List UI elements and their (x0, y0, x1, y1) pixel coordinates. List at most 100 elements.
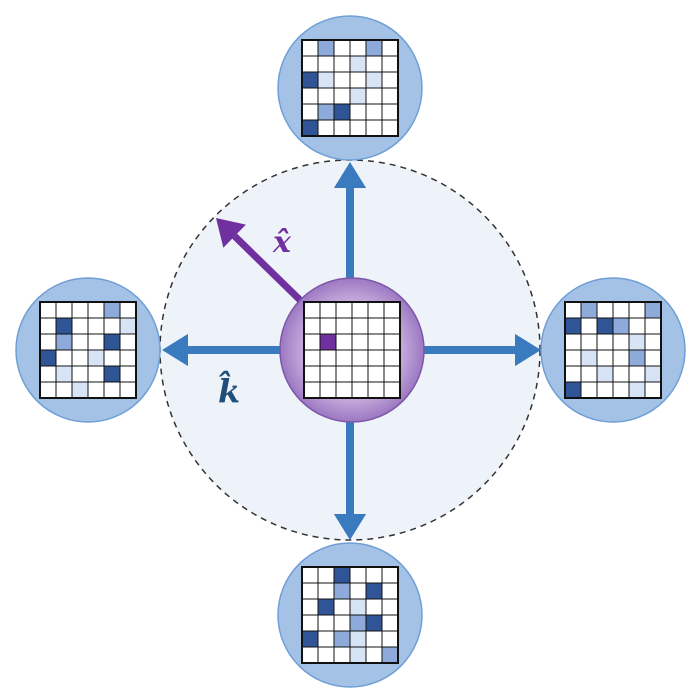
grid-border (301, 566, 399, 664)
grid-cell (317, 87, 335, 105)
grid-cell (381, 566, 399, 584)
grid-cell (349, 614, 367, 632)
grid-cell (365, 71, 383, 89)
grid-cell (365, 55, 383, 73)
grid-cell (596, 333, 614, 351)
grid-cell (103, 381, 121, 399)
grid-cell (367, 349, 385, 367)
grid-cell (628, 365, 646, 383)
grid-cell (39, 301, 57, 319)
grid-cell (365, 614, 383, 632)
grid-cell (39, 333, 57, 351)
grid-cell (301, 566, 319, 584)
grid-cell (580, 301, 598, 319)
grid-cell (564, 301, 582, 319)
grid-cell (367, 317, 385, 335)
grid-cell (333, 566, 351, 584)
grid-cell (596, 349, 614, 367)
grid-cell (644, 317, 662, 335)
grid-cell (383, 301, 401, 319)
grid-cell (644, 349, 662, 367)
grid-cell (119, 381, 137, 399)
grid-cell (381, 614, 399, 632)
grid-cell (365, 39, 383, 57)
grid-cell (381, 103, 399, 121)
grid-cell (303, 301, 321, 319)
grid-cell (349, 119, 367, 137)
grid-cell (580, 365, 598, 383)
grid-cell (381, 71, 399, 89)
grid-cell (319, 333, 337, 351)
grid-cell (628, 349, 646, 367)
grid-cell (349, 87, 367, 105)
k-hat-label: k̂ (218, 370, 240, 410)
grid-cell (55, 381, 73, 399)
grid-cell (596, 381, 614, 399)
grid-cell (351, 333, 369, 351)
grid-cell (103, 333, 121, 351)
grid-cell (319, 317, 337, 335)
grid-cell (119, 317, 137, 335)
grid-cell (335, 317, 353, 335)
grid-cell (333, 55, 351, 73)
grid-cell (381, 630, 399, 648)
grid-cell (381, 87, 399, 105)
grid-cell (103, 317, 121, 335)
grid-cell (55, 301, 73, 319)
grid-cell (628, 381, 646, 399)
arrow-right (424, 333, 541, 367)
grid-cell (301, 646, 319, 664)
grid-cell (55, 317, 73, 335)
grid-cell (365, 87, 383, 105)
grid-cell (55, 349, 73, 367)
grid-border (39, 301, 137, 399)
grid-cell (644, 301, 662, 319)
grid-cell (319, 301, 337, 319)
grid-cell (333, 598, 351, 616)
grid-cell (317, 39, 335, 57)
grid-cell (349, 630, 367, 648)
grid-cell (303, 333, 321, 351)
grid-cell (580, 381, 598, 399)
grid-cell (87, 333, 105, 351)
grid-cell (317, 55, 335, 73)
grid-cell (351, 381, 369, 399)
grid-cell (644, 333, 662, 351)
grid-cell (564, 365, 582, 383)
arrow-left (162, 333, 280, 367)
top-grid (301, 39, 399, 137)
grid-cell (301, 71, 319, 89)
grid-cell (119, 349, 137, 367)
grid-cell (317, 614, 335, 632)
grid-cell (580, 333, 598, 351)
grid-cell (39, 349, 57, 367)
left-grid (39, 301, 137, 399)
grid-cell (367, 365, 385, 383)
grid-cell (596, 317, 614, 335)
grid-cell (349, 566, 367, 584)
grid-cell (564, 381, 582, 399)
grid-cell (39, 381, 57, 399)
grid-cell (303, 381, 321, 399)
grid-cell (87, 381, 105, 399)
grid-cell (119, 333, 137, 351)
grid-cell (301, 598, 319, 616)
grid-cell (628, 333, 646, 351)
grid-cell (71, 349, 89, 367)
grid-cell (319, 365, 337, 383)
arrow-up (333, 162, 367, 278)
grid-cell (333, 71, 351, 89)
grid-cell (335, 301, 353, 319)
grid-cell (383, 365, 401, 383)
arrow-x-hat (216, 218, 303, 303)
grid-cell (301, 103, 319, 121)
right-grid (564, 301, 662, 399)
center-grid (303, 301, 401, 399)
x-hat-label: x̂ (272, 225, 292, 260)
grid-cell (303, 365, 321, 383)
grid-cell (383, 317, 401, 335)
grid-cell (333, 103, 351, 121)
grid-cell (381, 39, 399, 57)
grid-cell (335, 381, 353, 399)
grid-cell (335, 333, 353, 351)
